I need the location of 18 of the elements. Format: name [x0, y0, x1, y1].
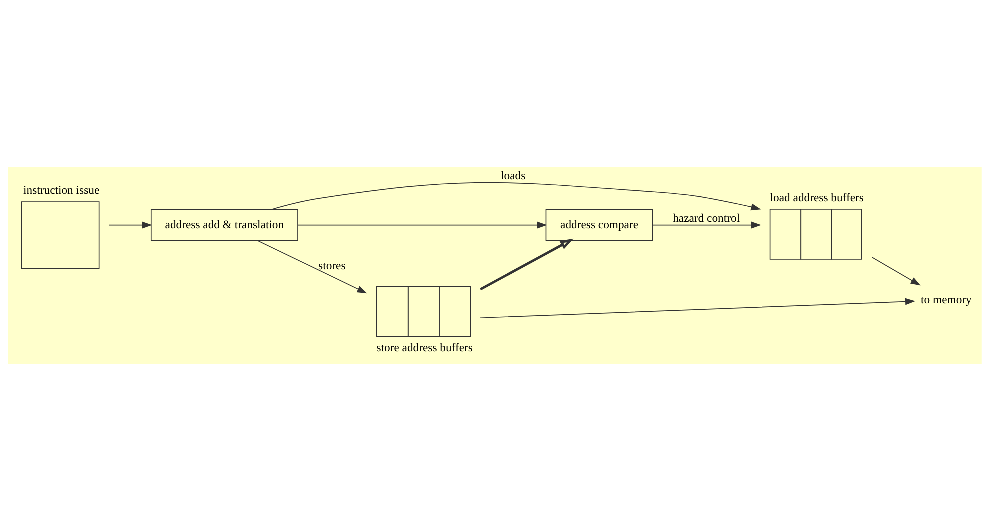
node-label: store address buffers: [376, 341, 473, 354]
arrow: [108, 222, 152, 229]
edge-label: hazard control: [673, 212, 740, 226]
arrow: [480, 238, 574, 291]
node-box: address compare: [546, 209, 654, 242]
edge-label: stores: [318, 260, 346, 273]
arrow: [257, 240, 368, 294]
arrow: [652, 222, 762, 229]
arrow: [298, 222, 548, 229]
node-label: instruction issue: [24, 184, 100, 197]
node-box: address add & translation: [150, 209, 298, 242]
node-label: load address buffers: [770, 191, 864, 204]
arrow: [270, 182, 762, 211]
edge-label: loads: [501, 170, 526, 183]
node-box: [21, 202, 100, 270]
arrow: [872, 257, 921, 286]
node-text: to memory: [921, 293, 972, 306]
arrow: [480, 298, 916, 319]
